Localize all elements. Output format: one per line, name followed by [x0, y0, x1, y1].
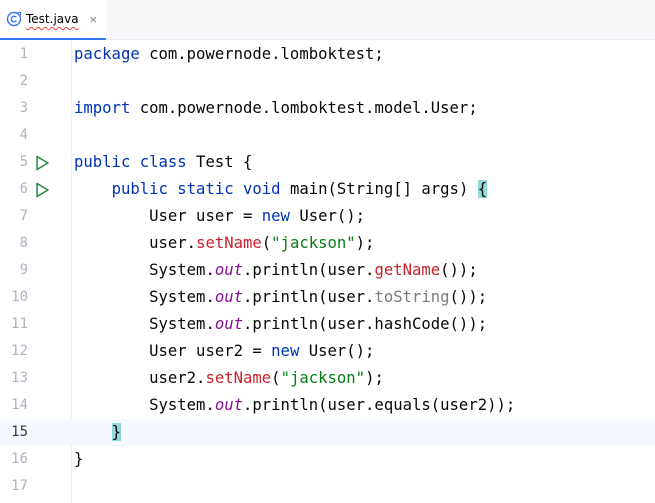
code-line-4[interactable]: 4: [0, 122, 655, 149]
code-line-8[interactable]: 8 user.setName("jackson");: [0, 230, 655, 257]
code-text: public class Test {: [74, 153, 253, 171]
line-number: 6: [19, 181, 28, 197]
line-number: 7: [19, 208, 28, 224]
code-text: User user = new User();: [149, 207, 366, 225]
line-number: 13: [11, 370, 28, 386]
line-number: 10: [11, 289, 28, 305]
code-text: System.out.println(user.toString());: [149, 288, 488, 306]
code-line-16[interactable]: 16}: [0, 446, 655, 473]
code-line-11[interactable]: 11 System.out.println(user.hashCode());: [0, 311, 655, 338]
code-line-14[interactable]: 14 System.out.println(user.equals(user2)…: [0, 392, 655, 419]
line-number: 8: [19, 235, 28, 251]
tab-label: Test.java: [26, 12, 79, 26]
code-line-2[interactable]: 2: [0, 68, 655, 95]
code-text: public static void main(String[] args) {: [111, 180, 488, 198]
line-number: 14: [11, 397, 28, 413]
code-text: user2.setName("jackson");: [149, 369, 384, 387]
line-number: 5: [19, 154, 28, 170]
code-line-17[interactable]: 17: [0, 473, 655, 500]
code-text: User user2 = new User();: [149, 342, 375, 360]
line-number: 4: [19, 127, 28, 143]
code-text: System.out.println(user.hashCode());: [149, 315, 488, 333]
code-line-7[interactable]: 7 User user = new User();: [0, 203, 655, 230]
code-line-10[interactable]: 10 System.out.println(user.toString());: [0, 284, 655, 311]
close-icon[interactable]: ×: [88, 12, 98, 26]
run-icon[interactable]: [34, 155, 50, 171]
code-line-6[interactable]: 6 public static void main(String[] args)…: [0, 176, 655, 203]
code-text: import com.powernode.lomboktest.model.Us…: [74, 99, 478, 117]
code-line-9[interactable]: 9 System.out.println(user.getName());: [0, 257, 655, 284]
code-text: package com.powernode.lomboktest;: [74, 45, 384, 63]
code-text: }: [111, 423, 121, 441]
line-number: 9: [19, 262, 28, 278]
code-line-1[interactable]: 1 package com.powernode.lomboktest;: [0, 41, 655, 68]
code-line-5[interactable]: 5 public class Test {: [0, 149, 655, 176]
java-class-icon: [6, 11, 22, 27]
run-icon[interactable]: [34, 182, 50, 198]
editor-tab-bar: Test.java ×: [0, 0, 655, 40]
tab-test-java[interactable]: Test.java ×: [0, 0, 106, 40]
line-number: 15: [11, 424, 28, 440]
line-number: 1: [19, 46, 28, 62]
line-number: 16: [11, 451, 28, 467]
code-editor[interactable]: 1 package com.powernode.lomboktest; 2 3 impo…: [0, 40, 655, 503]
code-line-13[interactable]: 13 user2.setName("jackson");: [0, 365, 655, 392]
line-number: 3: [19, 100, 28, 116]
code-text: }: [74, 450, 84, 468]
code-text: System.out.println(user.getName());: [149, 261, 478, 279]
line-number: 12: [11, 343, 28, 359]
line-number: 11: [11, 316, 28, 332]
line-number: 2: [19, 73, 28, 89]
line-number: 17: [11, 478, 28, 494]
code-line-15[interactable]: 15 }: [0, 419, 655, 446]
code-text: user.setName("jackson");: [149, 234, 375, 252]
code-line-3[interactable]: 3 import com.powernode.lomboktest.model.U…: [0, 95, 655, 122]
code-text: System.out.println(user.equals(user2));: [149, 396, 516, 414]
code-line-12[interactable]: 12 User user2 = new User();: [0, 338, 655, 365]
